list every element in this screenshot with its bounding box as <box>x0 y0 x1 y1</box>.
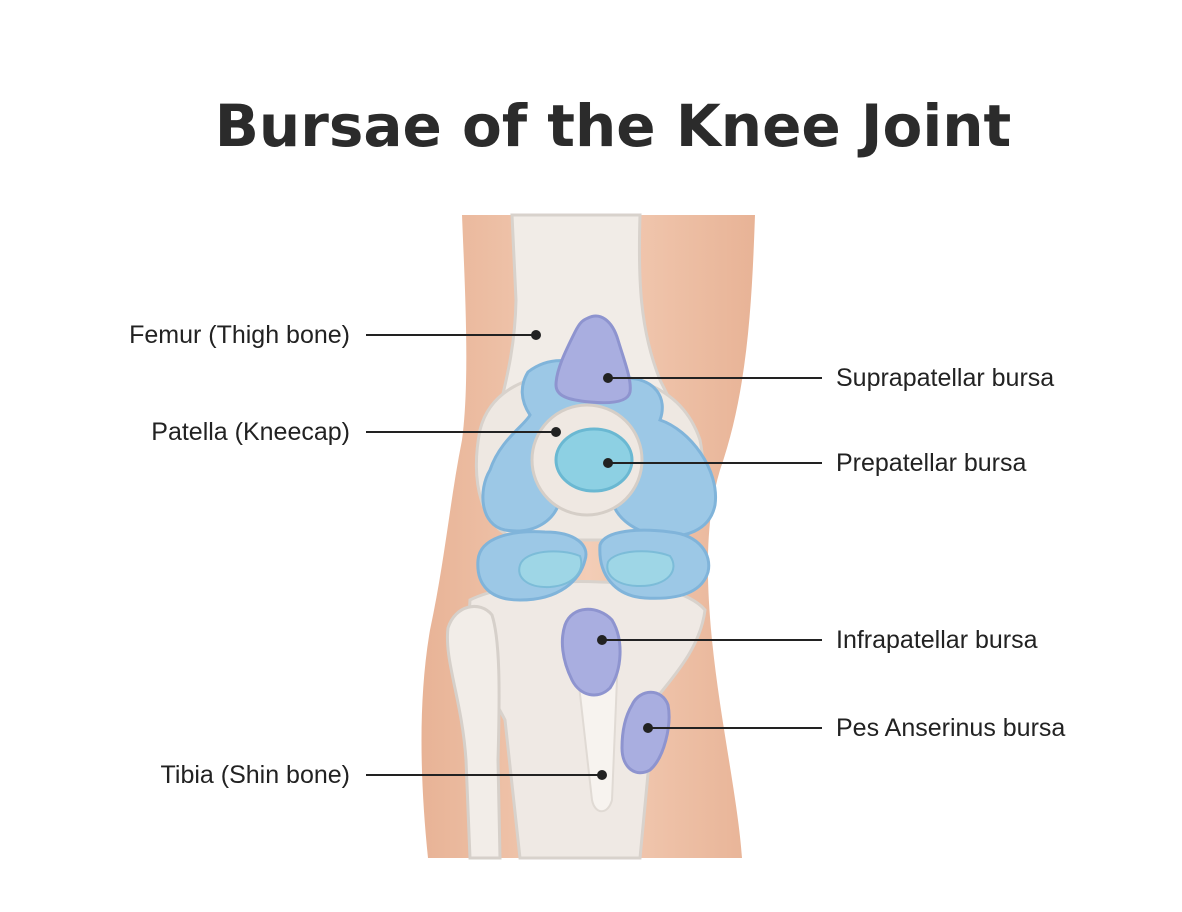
dot-patella <box>551 427 561 437</box>
label-pes-anserinus-bursa: Pes Anserinus bursa <box>836 714 1066 742</box>
fibula-bone <box>445 605 502 860</box>
dot-femur <box>531 330 541 340</box>
dot-infrapatellar <box>597 635 607 645</box>
leader-dots <box>531 330 653 780</box>
meniscus-right-inner <box>606 550 675 588</box>
pes-anserinus-bursa <box>620 690 671 775</box>
label-infrapatellar-bursa: Infrapatellar bursa <box>836 626 1038 654</box>
prepatellar-bursa <box>554 427 634 493</box>
dot-pes-anserinus <box>643 723 653 733</box>
dot-tibia <box>597 770 607 780</box>
label-femur: Femur (Thigh bone) <box>129 321 350 349</box>
dot-suprapatellar <box>603 373 613 383</box>
page-title: Bursae of the Knee Joint <box>214 92 1012 160</box>
label-prepatellar-bursa: Prepatellar bursa <box>836 449 1027 477</box>
label-suprapatellar-bursa: Suprapatellar bursa <box>836 364 1055 392</box>
label-patella: Patella (Kneecap) <box>151 418 350 446</box>
leader-lines <box>366 334 822 776</box>
label-tibia: Tibia (Shin bone) <box>160 761 350 789</box>
infrapatellar-bursa <box>560 607 622 697</box>
meniscus-left-inner <box>518 550 583 589</box>
dot-prepatellar <box>603 458 613 468</box>
